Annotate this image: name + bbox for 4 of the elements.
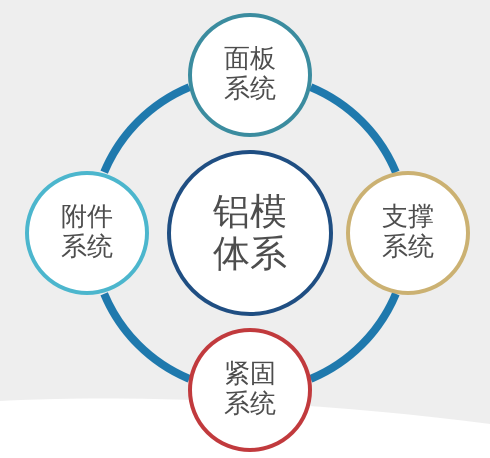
ring-arc <box>309 292 400 382</box>
ring-arc <box>309 84 400 174</box>
ring-arc <box>100 84 191 174</box>
ring-arc <box>100 292 191 382</box>
